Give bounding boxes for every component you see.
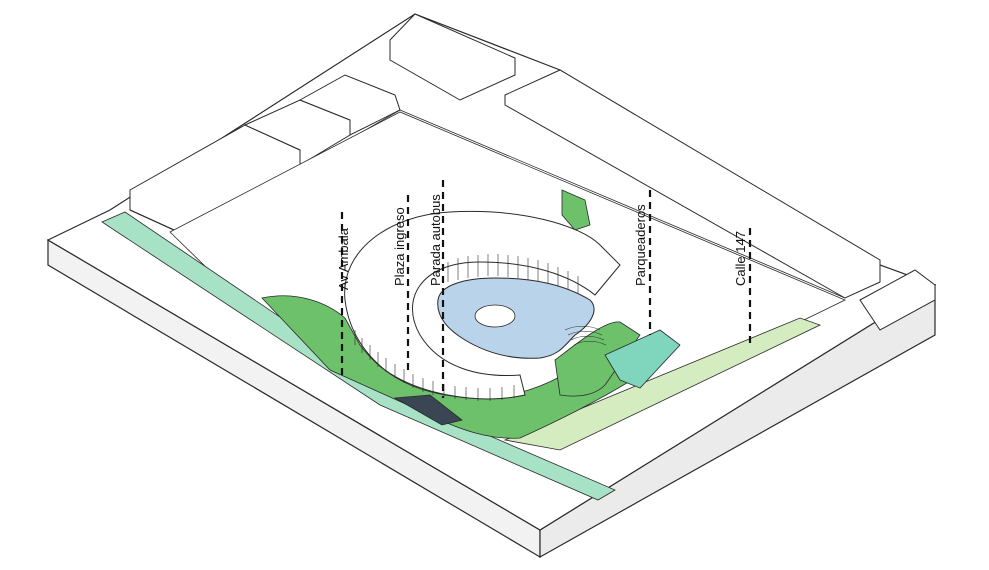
green-area-plaza-right — [554, 321, 641, 397]
landscape-green — [261, 189, 641, 439]
green-area-main — [261, 295, 641, 439]
central-water-plaza — [437, 277, 595, 359]
label-parqueaderos: Parqueaderos — [633, 204, 648, 286]
label-calle-147: Calle 147 — [733, 231, 748, 286]
label-parada-autobus: Parada autobus — [428, 194, 443, 286]
fountain-island — [474, 304, 516, 328]
label-av-ambala: Av Ambala — [336, 227, 351, 290]
green-area-north — [561, 189, 591, 231]
av-ambala-street-strip — [101, 211, 616, 501]
bus-stop-shelter — [393, 394, 463, 426]
surrounding-buildings — [129, 13, 936, 331]
calle-147-street-strip — [503, 317, 822, 451]
building-block-6 — [859, 269, 936, 331]
building-block-4 — [389, 13, 516, 101]
annotations: Av Ambala Plaza ingreso Parada autobus P… — [336, 180, 752, 398]
building-block-5 — [504, 69, 881, 299]
label-plaza-ingreso: Plaza ingreso — [392, 207, 407, 286]
amphitheater-steps — [564, 325, 607, 346]
